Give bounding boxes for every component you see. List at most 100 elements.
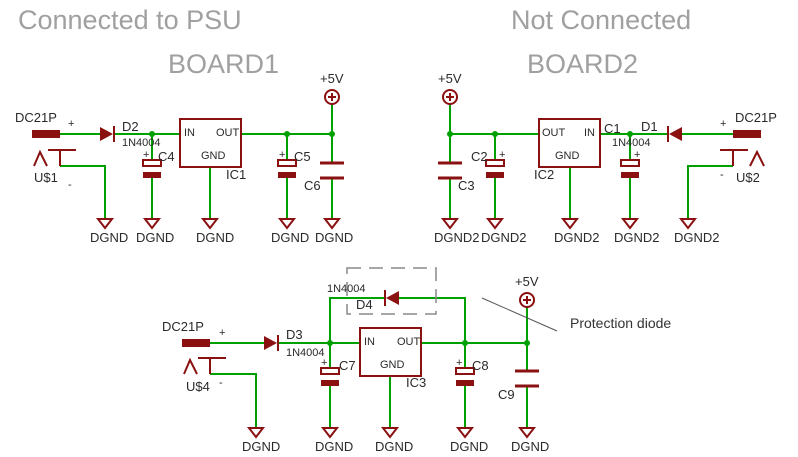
diode-d2 bbox=[100, 127, 113, 141]
us1-label: U$1 bbox=[34, 170, 58, 185]
ic2-label: IC2 bbox=[534, 167, 554, 182]
d4-label: D4 bbox=[356, 297, 373, 312]
dgnd-label: DGND bbox=[271, 230, 309, 245]
ground-symbol bbox=[620, 218, 640, 230]
dgnd-label: DGND bbox=[315, 439, 353, 454]
dc-jack-symbol bbox=[33, 149, 48, 167]
wire bbox=[60, 165, 106, 219]
capacitor-c9 bbox=[515, 369, 539, 388]
junction bbox=[524, 340, 530, 346]
dc-jack-symbol bbox=[720, 149, 748, 166]
dc21p-label: DC21P bbox=[15, 110, 57, 125]
c2-label: C2 bbox=[471, 149, 488, 164]
dc-jack-symbol bbox=[48, 149, 76, 166]
junction bbox=[327, 340, 333, 346]
ground-symbol bbox=[455, 427, 475, 439]
supply-5v-symbol bbox=[519, 292, 535, 308]
supply-5v-label: +5V bbox=[438, 71, 462, 86]
dc21p-label: DC21P bbox=[735, 110, 777, 125]
board2-circuit: +5V C3 + C2 OUT IN GND IC2 + C1 D1 1N400… bbox=[434, 71, 777, 245]
capacitor-c8 bbox=[455, 367, 475, 375]
plus-label: + bbox=[143, 149, 149, 161]
capacitor-c4 bbox=[142, 159, 162, 167]
d2-label: D2 bbox=[122, 119, 139, 134]
gnd-pin-label: GND bbox=[201, 150, 226, 162]
capacitor-c1-plate bbox=[621, 172, 639, 178]
dc21p-label: DC21P bbox=[162, 319, 204, 334]
us4-label: U$4 bbox=[186, 379, 210, 394]
out-pin-label: OUT bbox=[397, 336, 421, 348]
junction bbox=[284, 131, 290, 137]
ground-symbol bbox=[560, 218, 580, 230]
plus-label: + bbox=[219, 327, 225, 339]
diode-d3 bbox=[264, 336, 277, 350]
ground-symbol bbox=[485, 218, 505, 230]
capacitor-c2 bbox=[485, 159, 505, 167]
ground-symbol bbox=[320, 427, 340, 439]
d4-part-label: 1N4004 bbox=[327, 283, 366, 295]
dgnd2-label: DGND2 bbox=[481, 230, 527, 245]
diode-d4 bbox=[386, 291, 399, 305]
dc-jack-pin bbox=[32, 130, 60, 138]
c3-label: C3 bbox=[458, 178, 475, 193]
plus-label: + bbox=[720, 118, 726, 130]
supply-5v-symbol bbox=[446, 93, 454, 101]
capacitor-c2-plate bbox=[486, 172, 504, 178]
d1-label: D1 bbox=[641, 119, 658, 134]
in-pin-label: IN bbox=[184, 127, 195, 139]
plus-label: + bbox=[499, 149, 505, 161]
dc-jack-symbol bbox=[198, 357, 226, 374]
dgnd-label: DGND bbox=[136, 230, 174, 245]
junction bbox=[329, 131, 335, 137]
bottom-circuit: DC21P + - U$4 D3 1N4004 1N4004 D4 + C7 I… bbox=[162, 267, 671, 454]
supply-5v-symbol bbox=[442, 89, 458, 105]
c7-label: C7 bbox=[339, 358, 356, 373]
c5-label: C5 bbox=[294, 149, 311, 164]
capacitor-c5-plate bbox=[278, 172, 296, 178]
ground-symbol bbox=[380, 427, 400, 439]
protection-diode-note: Protection diode bbox=[570, 315, 671, 331]
protection-diode-highlight bbox=[346, 267, 437, 315]
d2-part-label: 1N4004 bbox=[122, 137, 161, 149]
dgnd-label: DGND bbox=[196, 230, 234, 245]
ground-symbol bbox=[678, 218, 698, 230]
ic3-label: IC3 bbox=[406, 375, 426, 390]
capacitor-c8-plate bbox=[456, 380, 474, 386]
dgnd-label: DGND bbox=[375, 439, 413, 454]
regulator-ic2 bbox=[538, 118, 601, 168]
capacitor-c7 bbox=[320, 367, 340, 375]
board1-label: BOARD1 bbox=[168, 49, 279, 79]
minus-label: - bbox=[68, 179, 72, 191]
ground-symbol bbox=[200, 218, 220, 230]
wire bbox=[687, 165, 733, 219]
dgnd-label: DGND bbox=[242, 439, 280, 454]
plus-label: + bbox=[279, 149, 285, 161]
plus-label: + bbox=[321, 357, 327, 369]
in-pin-label: IN bbox=[364, 336, 375, 348]
wire bbox=[399, 297, 466, 343]
dgnd2-label: DGND2 bbox=[434, 230, 480, 245]
minus-label: - bbox=[720, 169, 724, 181]
dgnd2-label: DGND2 bbox=[554, 230, 600, 245]
plus-label: + bbox=[456, 357, 462, 369]
c8-label: C8 bbox=[472, 358, 489, 373]
ground-symbol bbox=[322, 218, 342, 230]
minus-label: - bbox=[219, 377, 223, 389]
regulator-ic3 bbox=[359, 327, 422, 377]
supply-5v-label: +5V bbox=[515, 274, 539, 289]
dc-jack-symbol bbox=[183, 357, 198, 375]
left-title: Connected to PSU bbox=[18, 5, 242, 35]
ground-symbol bbox=[95, 218, 115, 230]
capacitor-c4-plate bbox=[143, 172, 161, 178]
c4-label: C4 bbox=[158, 149, 175, 164]
capacitor-c5 bbox=[277, 159, 297, 167]
dc-jack-symbol bbox=[749, 149, 765, 167]
junction bbox=[492, 131, 498, 137]
capacitor-c7-plate bbox=[321, 380, 339, 386]
board1-circuit: DC21P + - U$1 D2 1N4004 + C4 IN OUT GND … bbox=[15, 71, 353, 245]
board2-label: BOARD2 bbox=[527, 49, 638, 79]
junction bbox=[149, 131, 155, 137]
dgnd2-label: DGND2 bbox=[614, 230, 660, 245]
diode-d1 bbox=[669, 127, 682, 141]
